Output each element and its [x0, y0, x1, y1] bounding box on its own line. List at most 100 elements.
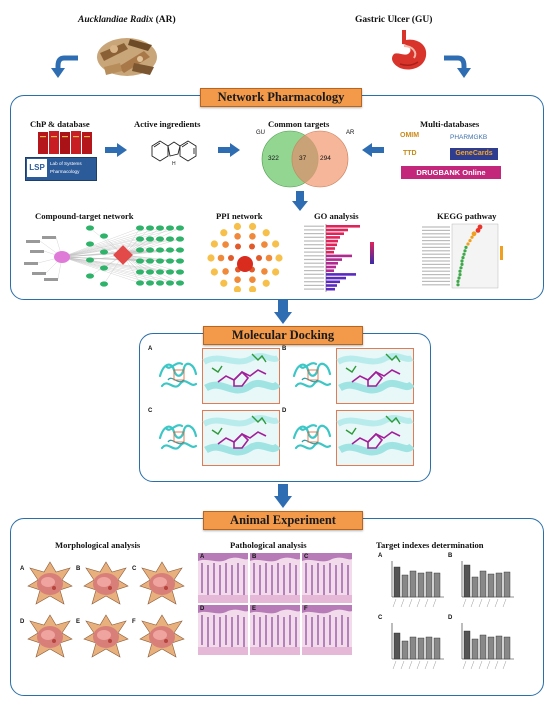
- drugbank-text: DRUGBANK Online: [416, 168, 486, 177]
- ppi-network-image: [207, 222, 283, 292]
- stomach-specimen-image: [83, 614, 129, 658]
- molecular-docking-banner: Molecular Docking: [203, 326, 363, 345]
- pharmgkb-logo: PHARMGKB: [450, 134, 488, 141]
- bar-chart-image: [391, 561, 444, 608]
- chart-letter: A: [378, 553, 383, 559]
- chart-letter: B: [448, 553, 453, 559]
- specimen-letter: D: [20, 619, 25, 625]
- histology-image: [302, 605, 352, 655]
- go-title: GO analysis: [314, 211, 359, 221]
- venn-right-count: 294: [320, 155, 331, 162]
- compound-target-title: Compound-target network: [35, 211, 134, 221]
- bar-chart-image: [461, 623, 514, 670]
- histology-letter: A: [200, 554, 205, 560]
- histology-image: [302, 553, 352, 603]
- animal-experiment-banner: Animal Experiment: [203, 511, 363, 530]
- morphological-title: Morphological analysis: [55, 540, 141, 550]
- ppi-title: PPI network: [216, 211, 263, 221]
- venn-diagram: [261, 130, 349, 188]
- target-indexes-title: Target indexes determination: [376, 540, 484, 550]
- histology-slide-a: A: [198, 553, 248, 608]
- arrow-to-docking: [274, 300, 292, 324]
- arrow-common-to-analysis: [292, 191, 308, 211]
- venn-right-label: AR: [346, 130, 355, 136]
- multi-databases-title: Multi-databases: [420, 119, 480, 129]
- gastric-ulcer-label: Gastric Ulcer (GU): [355, 15, 433, 25]
- genecards-logo: GeneCards: [450, 148, 498, 160]
- aucklandiae-name: Aucklandiae Radix: [78, 15, 154, 25]
- chp-books-image: [38, 131, 92, 154]
- histology-slide-c: C: [302, 553, 352, 608]
- go-analysis-image: [304, 224, 374, 292]
- arrow-chp-to-active: [105, 143, 127, 157]
- lsp-logo-text: Lab of Systems Pharmacology: [50, 161, 82, 174]
- bar-chart-image: [391, 623, 444, 670]
- genecards-text: GeneCards: [455, 150, 493, 157]
- histology-letter: C: [304, 554, 309, 560]
- binding-site-zoom-image: [202, 410, 280, 466]
- histology-image: [250, 553, 300, 603]
- specimen-letter: C: [132, 566, 137, 572]
- chart-letter: D: [448, 615, 453, 621]
- docking-panel-letter: A: [148, 346, 153, 352]
- specimen-letter: A: [20, 566, 25, 572]
- bar-chart-image: [461, 561, 514, 608]
- pathological-title: Pathological analysis: [230, 540, 307, 550]
- stomach-specimen-image: [27, 614, 73, 658]
- right-curved-arrow: [444, 55, 471, 78]
- binding-site-zoom-image: [336, 348, 414, 404]
- docking-panel-letter: B: [282, 346, 287, 352]
- protein-structure-image: [158, 362, 198, 388]
- histology-slide-d: D: [198, 605, 248, 660]
- drugbank-logo: DRUGBANK Online: [401, 166, 501, 179]
- venn-overlap-count: 37: [299, 155, 307, 162]
- histology-slide-e: E: [250, 605, 300, 660]
- venn-left-label: GU: [256, 130, 265, 136]
- histology-image: [198, 553, 248, 603]
- stomach-specimen-image: [139, 614, 185, 658]
- arrow-to-animal: [274, 484, 292, 508]
- protein-structure-image: [292, 424, 332, 450]
- active-ingredients-title: Active ingredients: [134, 119, 201, 129]
- omim-logo: OMIM: [400, 132, 420, 139]
- network-pharmacology-banner: Network Pharmacology: [200, 88, 362, 107]
- docking-panel-letter: C: [148, 408, 153, 414]
- specimen-letter: F: [132, 619, 136, 625]
- docking-panel-letter: D: [282, 408, 287, 414]
- chp-title: ChP & database: [30, 119, 90, 129]
- histology-slide-f: F: [302, 605, 352, 660]
- stomach-specimen-image: [27, 561, 73, 605]
- kegg-title: KEGG pathway: [437, 211, 497, 221]
- binding-site-zoom-image: [336, 410, 414, 466]
- left-curved-arrow: [51, 55, 78, 78]
- specimen-letter: B: [76, 566, 81, 572]
- specimen-letter: E: [76, 619, 81, 625]
- arrow-active-to-common: [218, 143, 240, 157]
- histology-image: [198, 605, 248, 655]
- stomach-specimen-image: [83, 561, 129, 605]
- lsp-logo: LSP Lab of Systems Pharmacology: [25, 157, 97, 181]
- venn-left-count: 322: [268, 155, 279, 162]
- histology-letter: E: [252, 606, 257, 612]
- stomach-image: [392, 30, 427, 70]
- common-targets-title: Common targets: [268, 119, 330, 129]
- binding-site-zoom-image: [202, 348, 280, 404]
- histology-letter: B: [252, 554, 257, 560]
- herb-root-image: [97, 38, 157, 76]
- aucklandiae-abbrev: (AR): [153, 15, 176, 25]
- aucklandiae-label: Aucklandiae Radix (AR): [78, 15, 176, 25]
- compound-target-network-image: [24, 225, 184, 287]
- ttd-logo: TTD: [403, 150, 417, 157]
- histology-slide-b: B: [250, 553, 300, 608]
- protein-structure-image: [158, 424, 198, 450]
- molecule-structure: H: [151, 140, 197, 167]
- arrow-databases-to-common: [362, 143, 384, 157]
- lsp-logo-mark: LSP: [27, 159, 47, 177]
- histology-letter: F: [304, 606, 308, 612]
- kegg-pathway-image: [422, 223, 503, 289]
- stomach-specimen-image: [139, 561, 185, 605]
- protein-structure-image: [292, 362, 332, 388]
- chart-letter: C: [378, 615, 383, 621]
- histology-letter: D: [200, 606, 205, 612]
- svg-text:H: H: [172, 161, 176, 167]
